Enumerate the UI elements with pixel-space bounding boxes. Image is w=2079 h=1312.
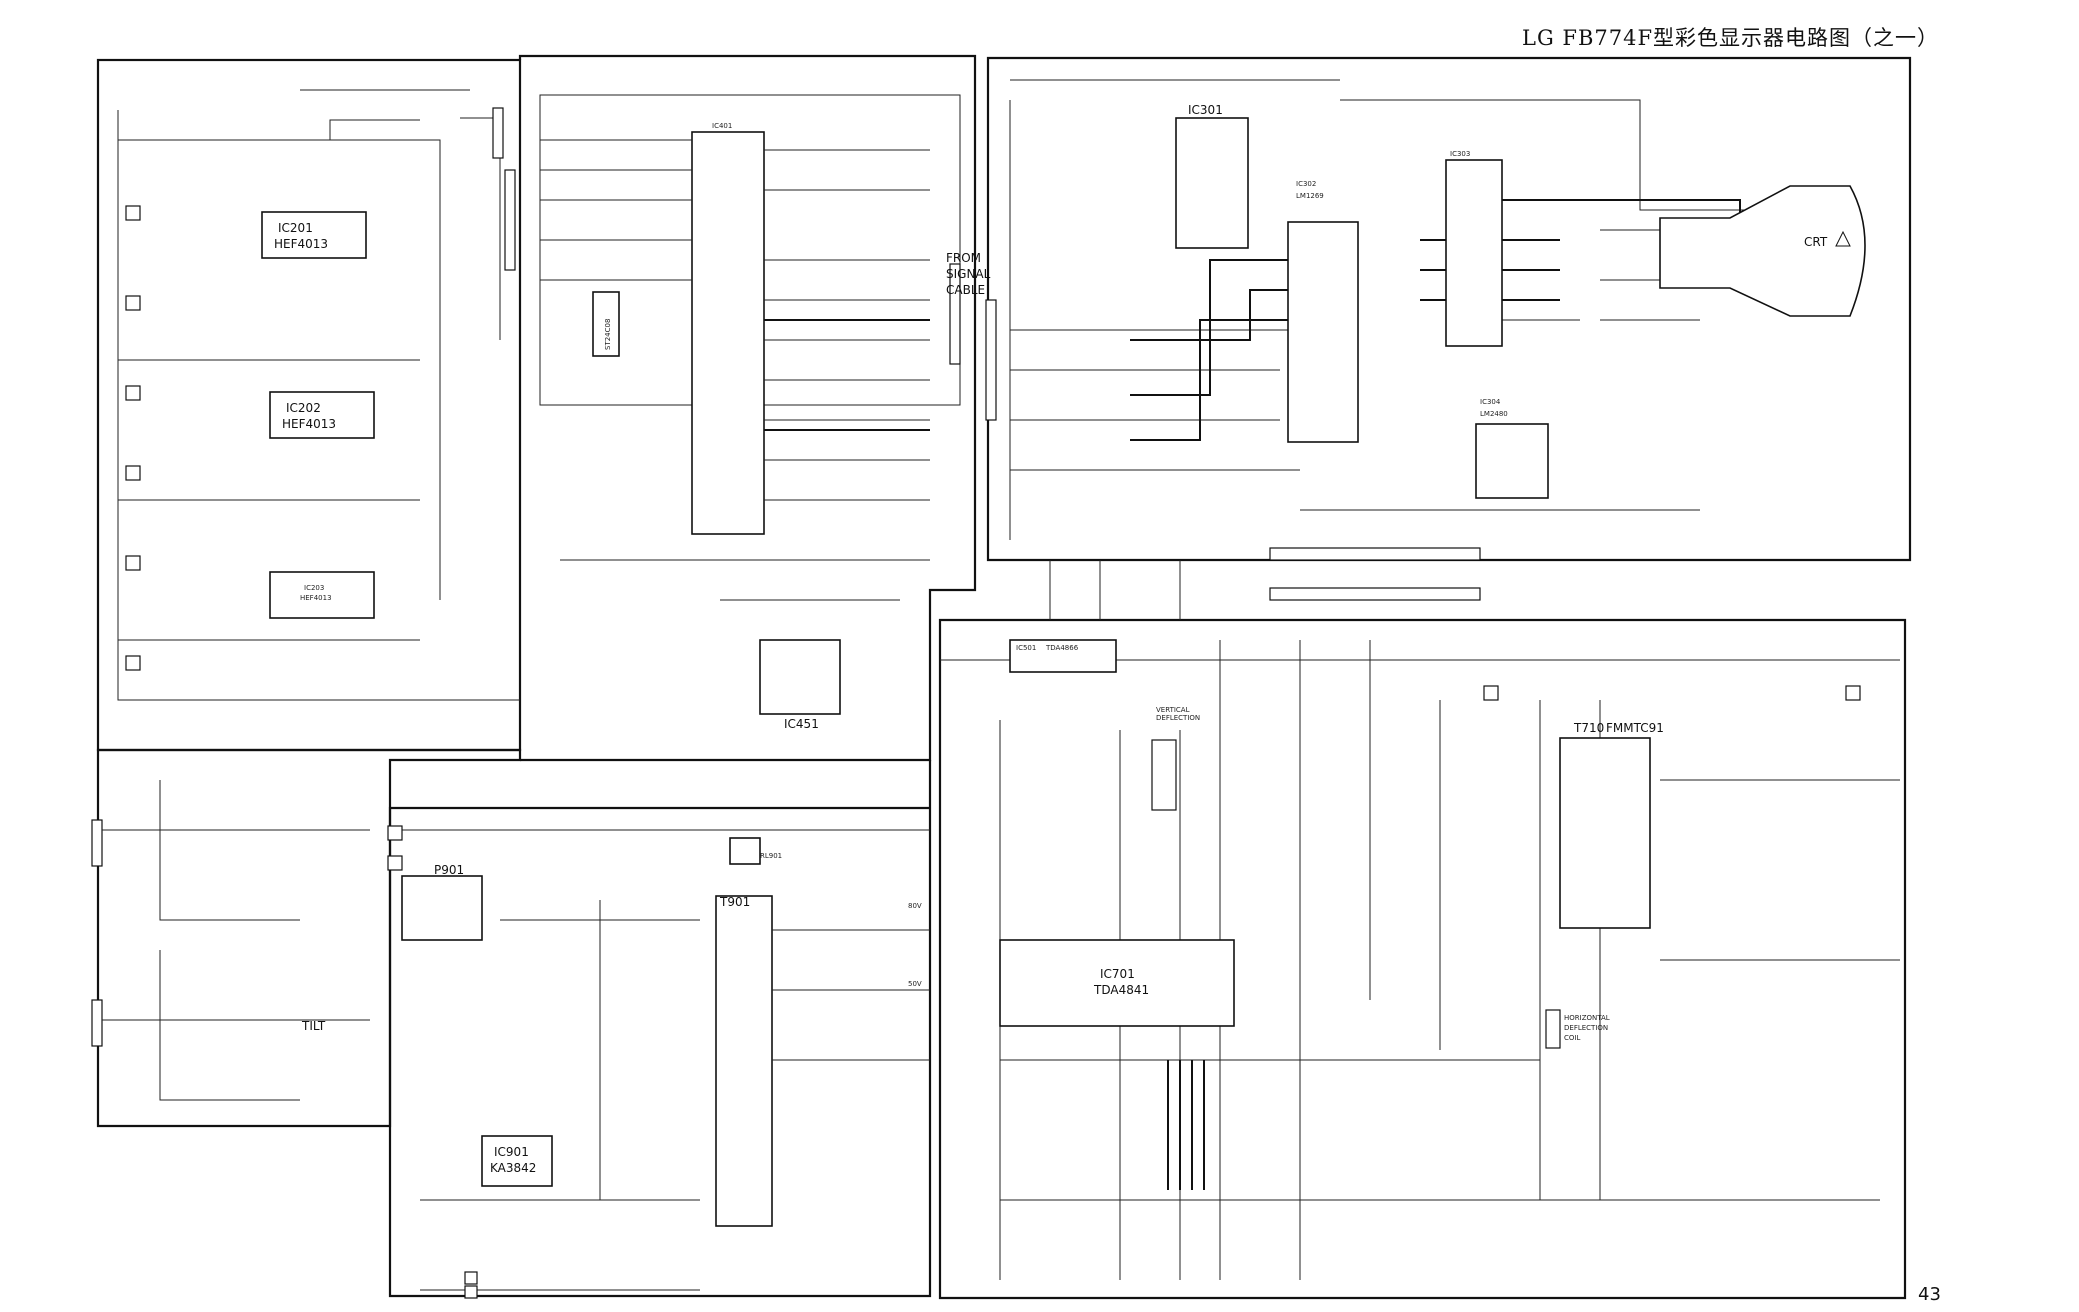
ic304-ref: IC304 [1480, 398, 1501, 406]
page-number: 43 [1918, 1284, 1941, 1305]
interboard-connectors [1049, 547, 1481, 620]
ic203-chip [269, 571, 375, 619]
ic901-chip [481, 1135, 553, 1187]
crt-tube [1659, 185, 1866, 317]
ic402-chip [592, 291, 620, 357]
rail-50v-label: 50V [908, 980, 922, 988]
connector-p302-b [1269, 587, 1481, 601]
connector-p201 [492, 107, 504, 159]
ic451-ref: IC451 [784, 717, 819, 731]
from-label: FROM [946, 251, 981, 265]
ic302-chip [1287, 221, 1359, 443]
ic302-part: LM1269 [1296, 192, 1324, 200]
ic901-part: KA3842 [490, 1161, 536, 1175]
ic202-chip [269, 391, 375, 439]
ic201-chip [261, 211, 367, 259]
t710-ref: T710 [1573, 721, 1604, 735]
ic304-chip [1475, 423, 1549, 499]
connector-signal-a [949, 263, 961, 365]
ic501-chip [1009, 639, 1117, 673]
connector-p802 [91, 999, 103, 1047]
ic401-ref: IC401 [712, 122, 732, 130]
ic402-part: ST24C08 [604, 319, 612, 350]
video-section: IC301 IC302 LM1269 IC303 IC304 LM2480 CR… [1009, 79, 1866, 540]
misc-components [387, 685, 1861, 1299]
t901-label: T901 [719, 895, 750, 909]
t901-transformer [715, 895, 773, 1227]
tilt-label: TILT [301, 1019, 326, 1033]
ic201-ref: IC201 [278, 221, 313, 235]
ic201-part: HEF4013 [274, 237, 328, 251]
ic701-ref: IC701 [1100, 967, 1135, 981]
rl901-label: RL901 [760, 852, 782, 860]
ic501-part: TDA4866 [1045, 644, 1079, 652]
ic501-ref: IC501 [1016, 644, 1036, 652]
button-terminals [125, 205, 141, 671]
ic302-ref: IC302 [1296, 180, 1316, 188]
t710-transformer [1559, 737, 1651, 929]
vertical-coil-symbol [1151, 739, 1177, 811]
ic303-chip [1445, 159, 1503, 347]
frame-deflection [938, 618, 1907, 1300]
vertical-coil-label-2: DEFLECTION [1156, 714, 1200, 722]
ic301-chip [1175, 117, 1249, 249]
power-section: P901 T901 RL901 IC901 KA3842 80V 50V [401, 829, 930, 1291]
horizontal-coil-label-3: COIL [1564, 1034, 1580, 1042]
ic203-ref: IC203 [304, 584, 324, 592]
crt-warning-icon [1835, 230, 1851, 247]
button-section: IC201 HEF4013 IC202 HEF4013 IC203 HEF401… [117, 89, 520, 701]
rail-80v-label: 80V [908, 902, 922, 910]
horizontal-coil-label-2: DEFLECTION [1564, 1024, 1608, 1032]
ic203-part: HEF4013 [300, 594, 332, 602]
signal-label: SIGNAL [946, 267, 991, 281]
ic202-ref: IC202 [286, 401, 321, 415]
ic301-ref: IC301 [1188, 103, 1223, 117]
ic701-chip [999, 939, 1235, 1027]
mcu-section: IC401 ST24C08 IC451 FROM SIGNAL CABLE [539, 94, 997, 731]
ic451-chip [759, 639, 841, 715]
ic303-ref: IC303 [1450, 150, 1470, 158]
p901-label: P901 [434, 863, 464, 877]
aux-section: TILT [91, 780, 370, 1101]
t710-part: FMMTC91 [1606, 721, 1664, 735]
connector-signal-b [985, 299, 997, 421]
vertical-coil-label-1: VERTICAL [1156, 706, 1190, 714]
frame-aux-power [96, 748, 522, 1128]
ic701-part: TDA4841 [1093, 983, 1149, 997]
horizontal-coil-label-1: HORIZONTAL [1564, 1014, 1610, 1022]
ic401-chip [691, 131, 765, 535]
deflection-section: IC501 TDA4866 IC701 TDA4841 T710 FMMTC91… [940, 639, 1900, 1280]
ic901-ref: IC901 [494, 1145, 529, 1159]
frame-power-supply [388, 760, 932, 1298]
horizontal-coil-symbol [1545, 1009, 1561, 1049]
connector-p801 [91, 819, 103, 867]
ic202-part: HEF4013 [282, 417, 336, 431]
p901-connector [401, 875, 483, 941]
crt-label: CRT [1804, 235, 1828, 249]
cable-label: CABLE [946, 283, 985, 297]
ic304-part: LM2480 [1480, 410, 1508, 418]
page-title: LG FB774F型彩色显示器电路图（之一） [1522, 26, 1940, 50]
section-frames [96, 54, 1912, 1300]
connector-p202 [504, 169, 516, 271]
rl901-relay [729, 837, 761, 865]
connector-p302-a [1269, 547, 1481, 561]
